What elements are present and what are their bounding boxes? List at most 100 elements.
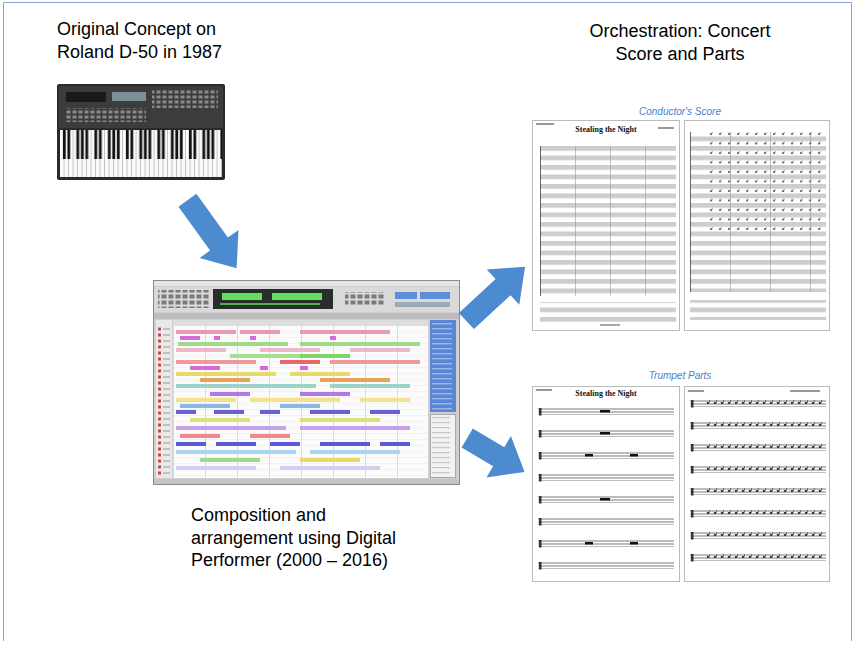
text-slot: Stealing the Night <box>532 390 680 399</box>
daw-screenshot-part <box>300 354 350 358</box>
conductor-score-image-part <box>658 127 674 129</box>
keyboard-node: Original Concept on Roland D-50 in 1987 <box>55 18 230 184</box>
daw-screenshot-part <box>158 290 210 308</box>
trumpet-parts-image-part <box>536 389 552 391</box>
daw-screenshot-part <box>395 302 450 307</box>
conductor-score-image-part <box>533 121 680 331</box>
daw-screenshot-part <box>154 281 459 286</box>
conductor-score-image-part <box>685 121 830 331</box>
daw-screenshot-part <box>154 479 459 484</box>
daw-screenshot-part <box>210 392 250 396</box>
daw-screenshot-part <box>214 336 220 340</box>
daw-screenshot-part <box>176 330 236 334</box>
synth-keyboard-part <box>66 108 146 122</box>
text-slot: Trumpet Parts <box>528 370 832 382</box>
synth-keyboard <box>57 84 225 180</box>
daw-screenshot-part <box>250 434 290 438</box>
daw-screenshot-part <box>173 326 428 478</box>
daw-screenshot-part <box>154 287 459 312</box>
daw-screenshot-part <box>214 410 244 414</box>
daw-screenshot-part <box>154 313 459 319</box>
daw-screenshot-part <box>272 293 322 300</box>
daw-screenshot-part <box>280 360 320 364</box>
daw-screenshot-part <box>300 366 308 370</box>
conductor-score-image-part <box>540 146 676 296</box>
daw-screenshot-part <box>280 404 320 408</box>
daw-screenshot-part <box>300 418 380 422</box>
conductor-score-image-part <box>575 146 577 296</box>
daw-screenshot-part <box>176 360 256 364</box>
daw-screenshot <box>154 281 460 485</box>
synth-keyboard-part <box>152 90 218 108</box>
daw-screenshot-part <box>300 426 410 430</box>
trumpet-parts-image-part <box>600 432 610 435</box>
daw-screenshot-part <box>350 348 410 352</box>
daw-screenshot-part <box>222 293 262 300</box>
conductor-score-image-part <box>540 302 676 322</box>
daw-screenshot-part <box>360 398 410 402</box>
text-slot: Original Concept on Roland D-50 in 1987 <box>57 18 228 63</box>
block-arrow <box>179 194 239 268</box>
daw-screenshot-part <box>330 360 420 364</box>
daw-screenshot-node: Composition and arrangement using Digita… <box>150 278 462 592</box>
daw-screenshot-part <box>290 372 350 376</box>
daw-screenshot-part <box>190 366 220 370</box>
daw-screenshot-part <box>300 330 390 334</box>
daw-screenshot-part <box>330 384 410 388</box>
synth-keyboard-part <box>59 86 223 128</box>
parts-node: Trumpet PartsStealing the Night <box>528 366 834 582</box>
trumpet-parts-image-part <box>585 542 593 545</box>
trumpet-parts-image-part <box>560 476 670 482</box>
conductor-score-image-part <box>690 132 826 292</box>
daw-screenshot-part <box>395 292 417 299</box>
daw-screenshot-part <box>280 466 380 470</box>
daw-screenshot-part <box>176 372 276 376</box>
daw-screenshot-part <box>260 410 280 414</box>
block-arrow <box>462 429 525 478</box>
daw-screenshot-part <box>220 303 320 305</box>
conductor-score-image-part <box>730 132 732 292</box>
synth-keyboard-part <box>57 84 225 180</box>
trumpet-parts-image-part <box>538 408 674 578</box>
daw-screenshot-part <box>300 458 360 462</box>
trumpet-parts-image-part <box>630 542 638 545</box>
daw-screenshot-part <box>430 320 456 412</box>
daw-screenshot-part <box>420 292 450 299</box>
daw-screenshot-part <box>431 415 456 478</box>
daw-screenshot-part <box>156 326 172 476</box>
daw-screenshot-part <box>156 320 172 478</box>
image-caption: Conductor's Score <box>528 106 832 118</box>
conductor-score-image-part <box>708 132 826 232</box>
daw-screenshot-part <box>320 442 370 446</box>
daw-screenshot-part <box>176 348 226 352</box>
trumpet-parts-image <box>533 387 830 582</box>
conductor-score-image-part <box>540 146 542 296</box>
daw-screenshot-part <box>154 281 460 485</box>
daw-screenshot-part <box>240 330 280 334</box>
text-slot: Orchestration: Concert Score and Parts <box>580 20 780 65</box>
daw-screenshot-part <box>200 458 260 462</box>
daw-screenshot-part <box>190 418 250 422</box>
daw-screenshot-part <box>180 434 220 438</box>
conductor-score-image-part <box>610 146 612 296</box>
daw-screenshot-part <box>300 342 420 346</box>
synth-keyboard-part <box>60 130 222 159</box>
daw-screenshot-part <box>213 289 333 309</box>
daw-screenshot-part <box>180 336 200 340</box>
trumpet-parts-image-part <box>560 520 670 526</box>
daw-screenshot-part <box>260 348 320 352</box>
daw-screenshot-part <box>310 410 350 414</box>
daw-screenshot-part <box>200 378 250 382</box>
trumpet-parts-image-part <box>790 390 820 392</box>
synth-keyboard-part <box>66 92 106 102</box>
synth-keyboard-part <box>60 130 222 177</box>
daw-screenshot-part <box>180 404 230 408</box>
synth-keyboard-part <box>112 92 146 101</box>
daw-screenshot-part <box>216 442 256 446</box>
trumpet-parts-image-part <box>585 454 593 457</box>
daw-screenshot-part <box>430 320 456 412</box>
daw-screenshot-part <box>176 426 286 430</box>
conductor-score-image-part <box>690 300 826 320</box>
